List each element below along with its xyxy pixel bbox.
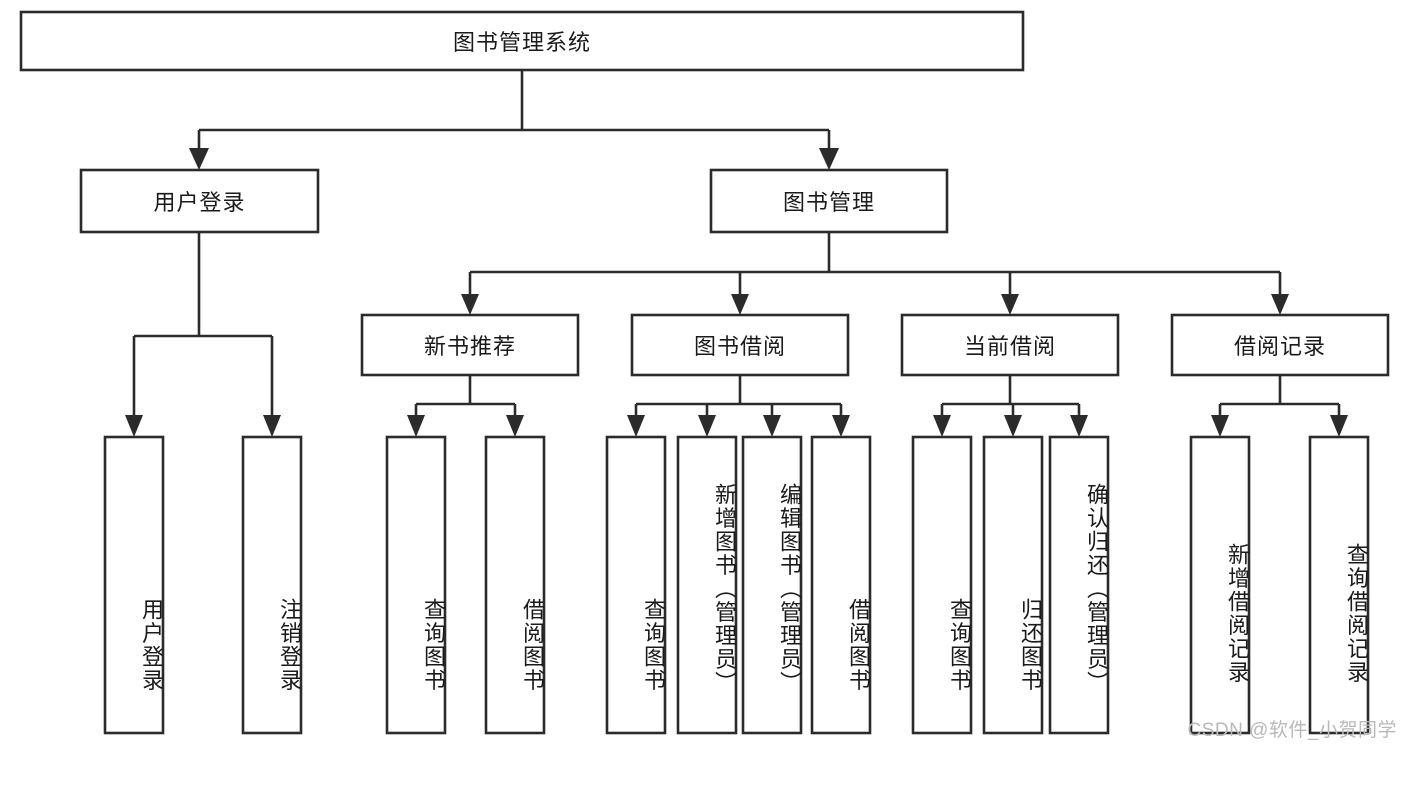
arrow-head-user-login	[189, 148, 209, 170]
node-box-leaf-query-borrow-record[interactable]	[1308, 435, 1370, 735]
node-box-leaf-user-login[interactable]	[103, 435, 165, 735]
arrow-head-leaf-edit-book-admin	[763, 415, 781, 437]
node-box-user-login[interactable]	[79, 168, 320, 234]
node-box-borrow-record[interactable]	[1170, 313, 1390, 377]
connector-layer	[125, 70, 1348, 437]
arrow-head-leaf-return-book	[1004, 415, 1022, 437]
node-box-book-borrow[interactable]	[630, 313, 850, 377]
node-box-current-borrow[interactable]	[900, 313, 1120, 377]
diagram-svg	[19, 10, 1390, 735]
arrow-head-current-borrow	[1001, 294, 1019, 315]
arrow-head-borrow-record	[1271, 294, 1289, 315]
arrow-head-book-borrow	[731, 294, 749, 315]
diagram-canvas: 图书管理系统 用户登录 图书管理 新书推荐 图书借阅 当前借阅 借阅记录 用户登…	[19, 10, 1397, 741]
arrow-head-leaf-borrow-book	[832, 415, 850, 437]
arrow-head-leaf-query-book-recommend	[407, 415, 425, 437]
arrow-head-leaf-add-borrow-record	[1211, 415, 1229, 437]
arrow-head-leaf-borrow-book-recommend	[506, 415, 524, 437]
arrow-head-leaf-query-book-current	[933, 415, 951, 437]
node-box-new-book-recommend[interactable]	[360, 313, 580, 377]
arrow-head-leaf-query-book-borrow	[627, 415, 645, 437]
arrow-head-leaf-logout	[263, 415, 281, 437]
node-layer	[19, 10, 1390, 735]
arrow-head-leaf-query-borrow-record	[1330, 415, 1348, 437]
node-box-book-management[interactable]	[709, 168, 949, 234]
node-box-leaf-add-borrow-record[interactable]	[1189, 435, 1251, 735]
arrow-head-leaf-user-login	[125, 415, 143, 437]
node-box-leaf-logout[interactable]	[241, 435, 303, 735]
node-box-leaf-borrow-book-recommend[interactable]	[484, 435, 546, 735]
arrow-head-leaf-confirm-return-admin	[1070, 415, 1088, 437]
node-box-leaf-confirm-return-admin[interactable]	[1048, 435, 1110, 735]
node-box-leaf-query-book-borrow[interactable]	[605, 435, 667, 735]
node-box-leaf-add-book-admin[interactable]	[676, 435, 738, 735]
node-box-leaf-borrow-book[interactable]	[810, 435, 872, 735]
node-box-leaf-return-book[interactable]	[982, 435, 1044, 735]
node-box-leaf-query-book-recommend[interactable]	[385, 435, 447, 735]
node-box-root[interactable]	[19, 10, 1025, 72]
arrow-head-book-management	[819, 148, 839, 170]
arrow-head-new-book-recommend	[461, 294, 479, 315]
arrow-head-leaf-add-book-admin	[698, 415, 716, 437]
node-box-leaf-edit-book-admin[interactable]	[741, 435, 803, 735]
node-box-leaf-query-book-current[interactable]	[911, 435, 973, 735]
